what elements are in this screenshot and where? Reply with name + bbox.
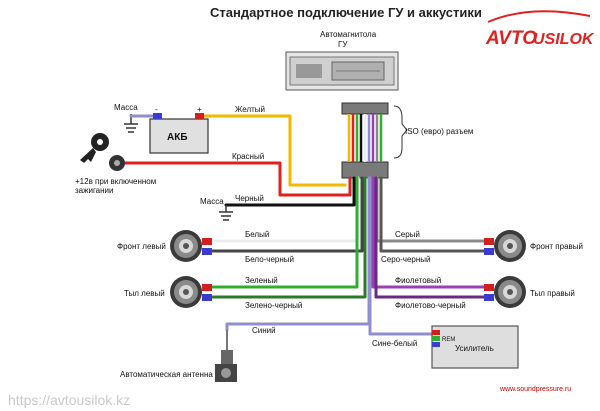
iso-harness-bundle <box>347 114 383 162</box>
wire-label-blue-white: Сине-белый <box>372 339 417 348</box>
amplifier-label: Усилитель <box>455 344 494 353</box>
wire-label-violet: Фиолетовый <box>395 276 441 285</box>
wire-green-black <box>211 176 367 299</box>
battery-plus-sign: + <box>197 105 202 114</box>
head-unit <box>285 51 399 91</box>
wire-red <box>123 161 352 197</box>
battery-label: АКБ <box>167 132 188 143</box>
iso-connector-label: ISO (евро) разъем <box>405 127 473 136</box>
battery-ground-label: Масса <box>114 103 138 112</box>
wire-label-green: Зеленый <box>245 276 278 285</box>
wire-gray-black <box>379 176 489 253</box>
wire-label-yellow: Желтый <box>235 105 265 114</box>
diagram-title: Стандартное подключение ГУ и аккустики <box>210 5 482 20</box>
wire-label-red: Красный <box>232 152 264 161</box>
wire-label-white: Белый <box>245 230 269 239</box>
wire-label-white-black: Бело-черный <box>245 255 294 264</box>
wire-black <box>224 176 356 207</box>
wire-label-black: Черный <box>235 194 264 203</box>
iso-connector <box>341 102 408 179</box>
speaker-front-right <box>484 230 526 262</box>
logo-text-main: AVTO <box>485 28 537 49</box>
ignition-key-icon <box>80 133 109 163</box>
source-site-label: www.soundpressure.ru <box>499 386 571 393</box>
ignition-switch-icon <box>109 155 125 171</box>
speaker-rear-right <box>484 276 526 308</box>
antenna-label: Автоматическая антенна <box>120 370 213 379</box>
wire-label-blue: Синий <box>252 326 276 335</box>
logo-text-accent: USILOK <box>533 31 595 48</box>
speaker-label-front-left: Фронт левый <box>117 242 166 251</box>
head-unit-sublabel: ГУ <box>338 40 348 49</box>
wire-blue-white <box>368 176 434 336</box>
wire-label-gray: Серый <box>395 230 420 239</box>
antenna-icon <box>215 330 237 382</box>
amplifier <box>431 325 519 369</box>
wire-white-black <box>211 176 364 253</box>
speaker-label-rear-right: Тыл правый <box>530 289 575 298</box>
ground-symbol-2 <box>219 205 233 221</box>
wire-green <box>211 176 359 289</box>
wire-violet-black <box>374 176 489 299</box>
ignition-label: +12в при включенном <box>75 177 156 186</box>
ground-label: Масса <box>200 197 224 206</box>
head-unit-label: Автомагнитола <box>320 30 377 39</box>
wire-label-violet-black: Фиолетово-черный <box>395 301 466 310</box>
speaker-label-rear-left: Тыл левый <box>124 289 165 298</box>
speaker-front-left <box>170 230 212 262</box>
wire-label-gray-black: Серо-черный <box>381 255 431 264</box>
battery-minus-sign: - <box>155 105 158 114</box>
wire-gray <box>375 176 489 243</box>
amplifier-rem-label: REM <box>442 337 455 343</box>
speaker-label-front-right: Фронт правый <box>530 242 583 251</box>
wire-white <box>211 176 360 243</box>
wire-label-green-black: Зелено-черный <box>245 301 302 310</box>
ignition-label-line2: зажигании <box>75 186 113 195</box>
wire-yellow <box>199 114 347 187</box>
battery <box>149 113 209 154</box>
avtousilok-logo: AVTO USILOK <box>485 10 595 49</box>
watermark-url: https://avtousilok.kz <box>8 392 130 408</box>
speaker-rear-left <box>170 276 212 308</box>
wire-violet <box>371 176 489 289</box>
